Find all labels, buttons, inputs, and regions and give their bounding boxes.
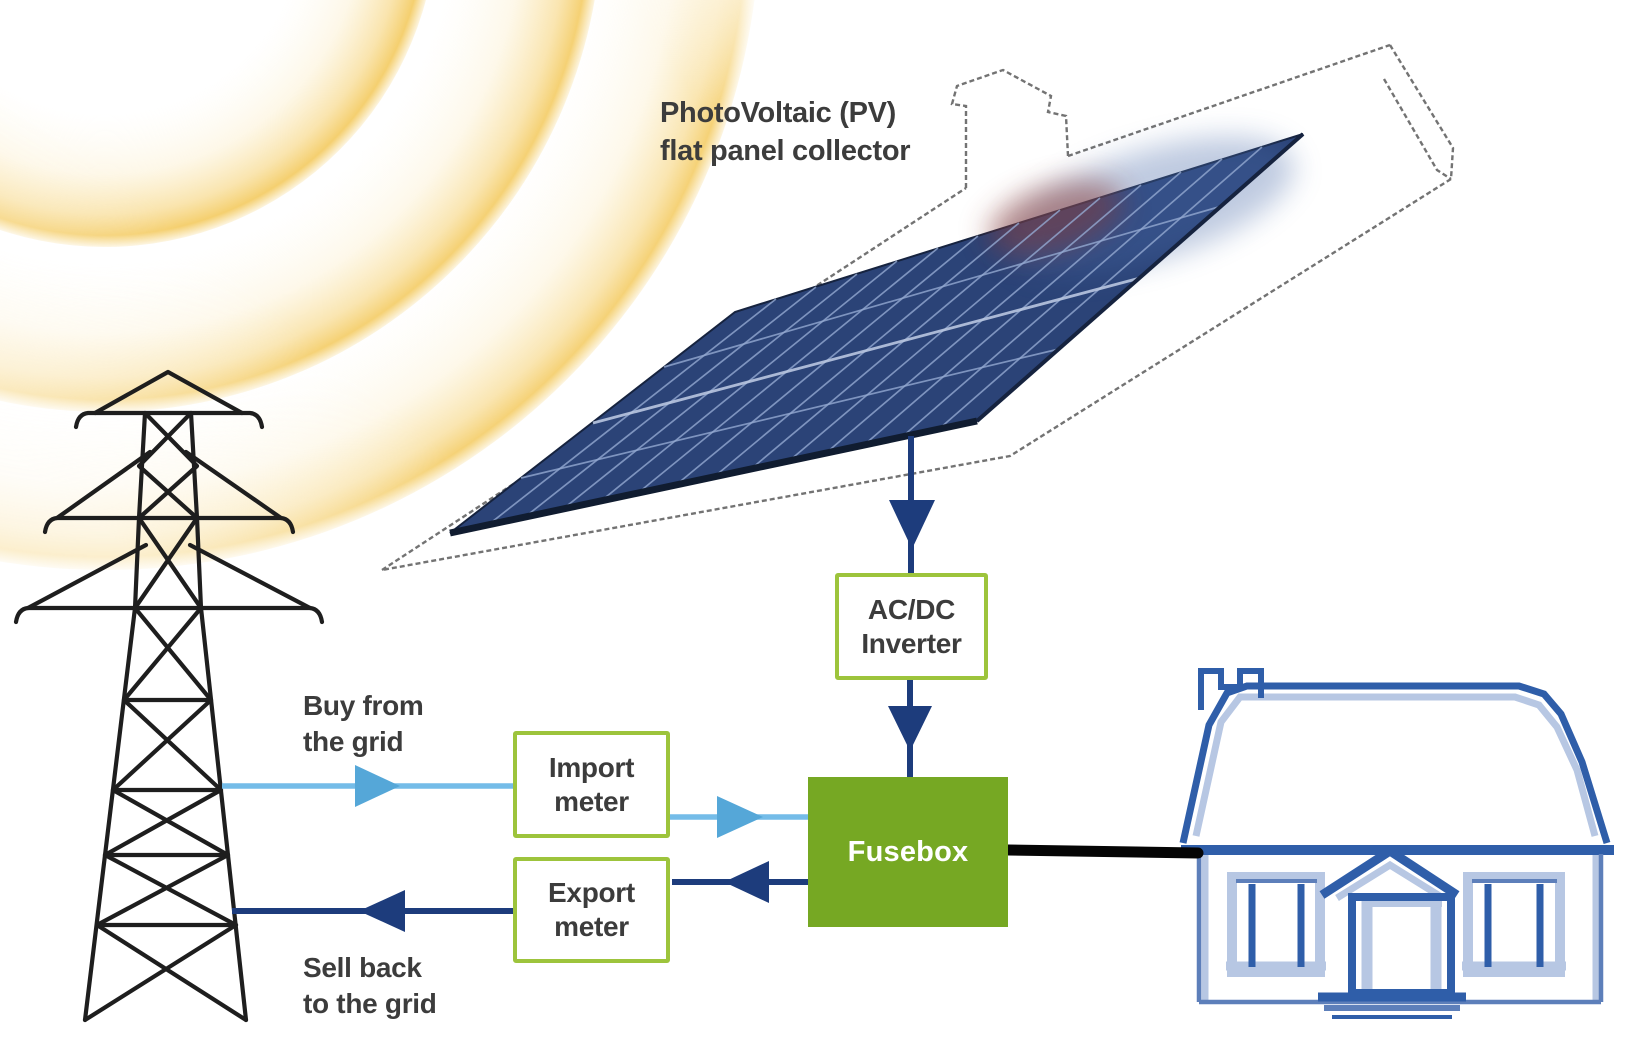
buy-from-grid-arrow [222,765,513,807]
house-icon [1179,668,1614,1019]
inverter-to-fusebox-arrow [888,680,932,777]
inverter-box-line2: Inverter [861,627,962,659]
export-meter-line2: meter [554,911,629,942]
export-meter-box: Export meter [513,857,670,963]
buy-from-grid-label: Buy from the grid [303,688,424,760]
import-meter-line2: meter [554,785,629,817]
buy-label-line2: the grid [303,726,404,757]
sun-icon [0,0,755,570]
inverter-box-line1: AC/DC [867,593,956,625]
pv-panel-label-line1: PhotoVoltaic (PV) [660,97,897,129]
fusebox-to-house-wire [1002,844,1204,859]
inverter-box: AC/DC Inverter [835,573,988,680]
sell-to-grid-arrow [232,890,513,932]
pylon-icon [13,369,325,1023]
import-meter-box: Import meter [513,731,670,838]
solar-panel-icon [449,132,1305,537]
sell-to-grid-label: Sell back to the grid [303,950,437,1022]
import-to-fusebox-arrow [670,796,808,838]
pv-panel-label: PhotoVoltaic (PV) flat panel collector [660,94,911,170]
fusebox-box: Fusebox [808,777,1008,927]
buy-label-line1: Buy from [303,690,424,721]
fusebox-label: Fusebox [847,836,969,868]
import-meter-line1: Import [548,751,635,783]
export-meter-line1: Export [548,877,635,908]
sell-label-line1: Sell back [303,952,422,983]
sell-label-line2: to the grid [303,988,437,1019]
fusebox-to-export-arrow [672,861,808,903]
pv-panel-label-line2: flat panel collector [660,135,911,167]
pv-to-inverter-arrow [889,436,935,573]
